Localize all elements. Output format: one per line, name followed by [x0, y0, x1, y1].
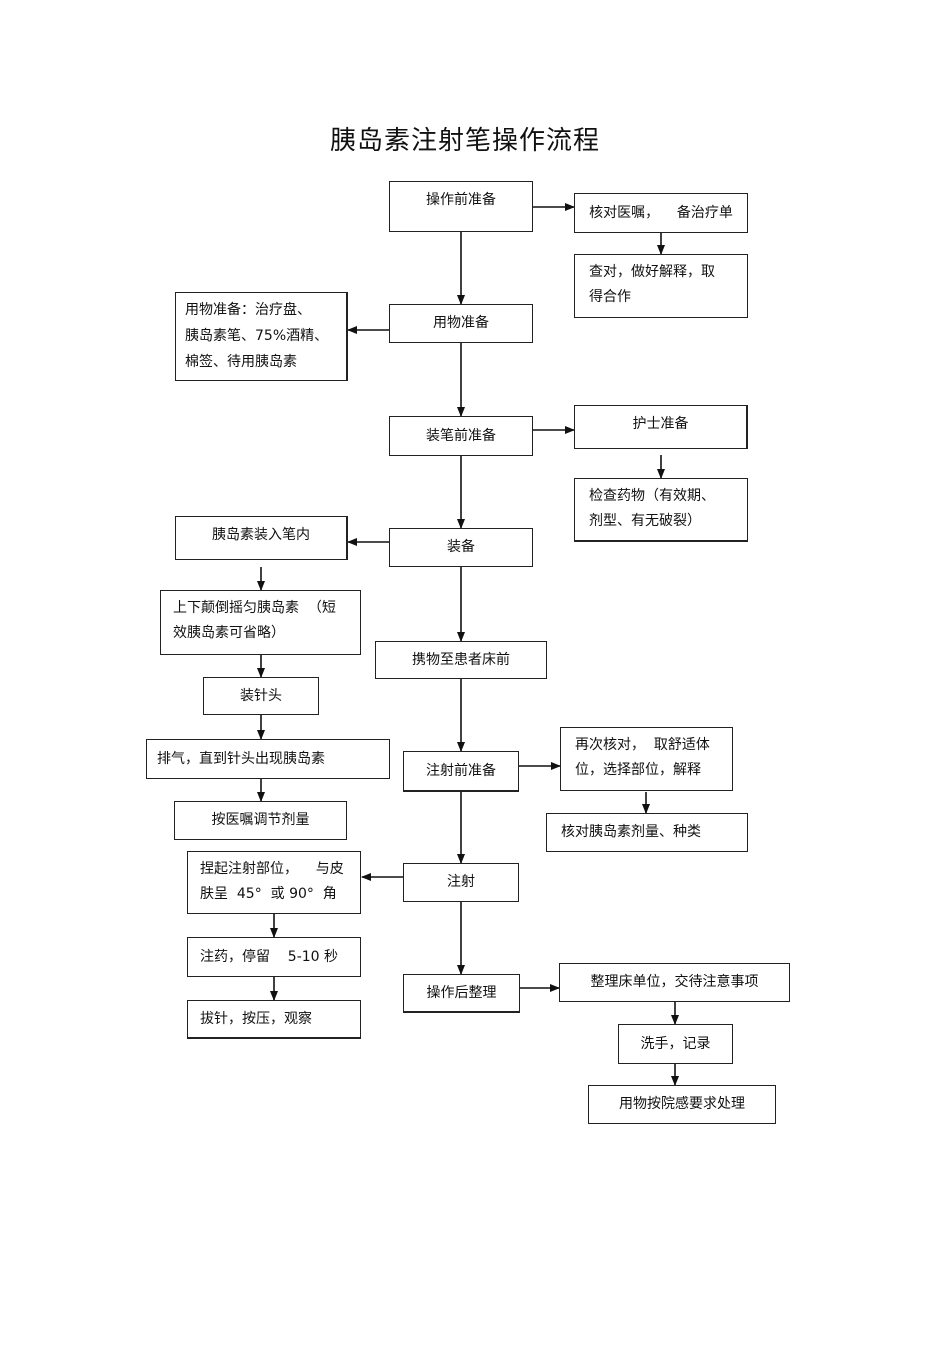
- node-check-drug-line-1: 检查药物（有效期、: [589, 488, 715, 504]
- node-wash-label: 洗手，记录: [640, 1035, 711, 1052]
- node-pre-inject-label: 注射前准备: [426, 762, 496, 779]
- node-withdraw: 拔针，按压，观察: [187, 1000, 361, 1039]
- node-supplies-label: 用物准备: [433, 315, 489, 331]
- node-wash: 洗手，记录: [618, 1024, 733, 1064]
- node-tidy-label: 整理床单位，交待注意事项: [590, 974, 759, 990]
- node-pinch: 捏起注射部位， 与皮 肤呈 45° 或 90° 角: [187, 851, 361, 914]
- node-check-type: 核对胰岛素剂量、种类: [546, 813, 748, 852]
- node-dispose-label: 用物按院感要求处理: [619, 1096, 745, 1112]
- node-needle: 装针头: [203, 677, 319, 715]
- node-dose-label: 按医嘱调节剂量: [211, 812, 310, 828]
- node-verify: 查对，做好解释，取 得合作: [574, 254, 748, 318]
- node-supplies-detail-line-2: 胰岛素笔、75%酒精、: [185, 328, 329, 344]
- node-dispose: 用物按院感要求处理: [588, 1085, 776, 1124]
- node-pinch-line-1: 捏起注射部位， 与皮: [200, 861, 344, 877]
- node-load-label: 装备: [447, 539, 475, 555]
- node-post: 操作后整理: [403, 974, 520, 1013]
- node-recheck-line-1: 再次核对， 取舒适体: [575, 737, 710, 753]
- node-pre-inject: 注射前准备: [403, 751, 519, 792]
- node-withdraw-label: 拔针，按压，观察: [200, 1010, 312, 1027]
- node-check-drug-line-2: 剂型、有无破裂）: [589, 513, 701, 529]
- node-insert: 胰岛素装入笔内: [175, 516, 348, 560]
- node-prep-label: 操作前准备: [426, 192, 496, 208]
- node-supplies-detail-line-3: 棉签、待用胰岛素: [185, 354, 297, 370]
- node-verify-line-2: 得合作: [589, 289, 631, 305]
- node-pen-prep-label: 装笔前准备: [426, 427, 496, 444]
- node-expel-label: 排气，直到针头出现胰岛素: [157, 750, 325, 767]
- node-nurse-prep-label: 护士准备: [632, 416, 689, 432]
- node-check-order: 核对医嘱， 备治疗单: [574, 193, 748, 233]
- node-bedside: 携物至患者床前: [375, 641, 547, 679]
- node-supplies-detail: 用物准备：治疗盘、 胰岛素笔、75%酒精、 棉签、待用胰岛素: [175, 292, 348, 381]
- node-verify-line-1: 查对，做好解释，取: [589, 264, 715, 280]
- node-recheck: 再次核对， 取舒适体 位，选择部位，解释: [560, 727, 733, 791]
- node-tidy: 整理床单位，交待注意事项: [559, 963, 790, 1002]
- node-check-type-label: 核对胰岛素剂量、种类: [561, 824, 701, 840]
- node-supplies: 用物准备: [389, 304, 533, 343]
- node-shake: 上下颠倒摇匀胰岛素 （短 效胰岛素可省略）: [160, 590, 361, 655]
- node-expel: 排气，直到针头出现胰岛素: [146, 739, 390, 779]
- node-dose: 按医嘱调节剂量: [174, 801, 347, 840]
- node-insert-label: 胰岛素装入笔内: [212, 527, 310, 543]
- node-nurse-prep: 护士准备: [574, 405, 748, 449]
- node-check-order-label: 核对医嘱， 备治疗单: [589, 204, 733, 221]
- node-shake-line-2: 效胰岛素可省略）: [173, 625, 285, 641]
- node-inject-label: 注射: [447, 874, 475, 890]
- node-post-label: 操作后整理: [426, 984, 497, 1001]
- node-pen-prep: 装笔前准备: [389, 416, 533, 456]
- node-supplies-detail-line-1: 用物准备：治疗盘、: [185, 302, 311, 318]
- page-title: 胰岛素注射笔操作流程: [329, 126, 600, 156]
- node-hold: 注药，停留 5-10 秒: [187, 937, 361, 977]
- node-prep: 操作前准备: [389, 181, 533, 232]
- node-inject: 注射: [403, 863, 519, 902]
- node-hold-label: 注药，停留 5-10 秒: [200, 948, 339, 965]
- node-needle-label: 装针头: [240, 687, 282, 704]
- node-recheck-line-2: 位，选择部位，解释: [575, 762, 701, 778]
- node-shake-line-1: 上下颠倒摇匀胰岛素 （短: [173, 600, 336, 616]
- node-load: 装备: [389, 528, 533, 567]
- node-bedside-label: 携物至患者床前: [412, 651, 510, 668]
- node-pinch-line-2: 肤呈 45° 或 90° 角: [200, 886, 337, 902]
- node-check-drug: 检查药物（有效期、 剂型、有无破裂）: [574, 478, 748, 542]
